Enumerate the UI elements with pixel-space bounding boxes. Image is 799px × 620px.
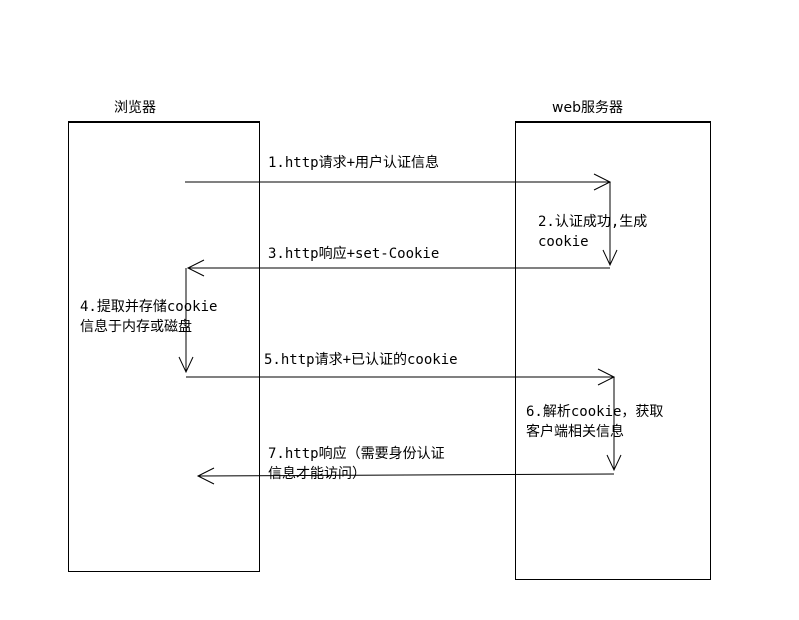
message-1-label: 1.http请求+用户认证信息 — [268, 155, 440, 171]
message-6-label: 6.解析cookie，获取 客户端相关信息 — [526, 404, 664, 440]
arrow-7-line — [197, 473, 615, 477]
browser-title: 浏览器 — [114, 100, 156, 116]
server-title: web服务器 — [552, 100, 623, 116]
message-4-label: 4.提取并存储cookie 信息于内存或磁盘 — [80, 299, 218, 335]
server-lifeline-box — [515, 121, 711, 580]
browser-lifeline-box — [68, 121, 260, 572]
arrow-7-head — [196, 467, 215, 485]
arrow-3-head — [186, 259, 205, 277]
message-7-label: 7.http响应（需要身份认证 信息才能访问） — [268, 446, 445, 482]
message-3-label: 3.http响应+set-Cookie — [268, 246, 440, 262]
message-5-label: 5.http请求+已认证的cookie — [264, 352, 458, 368]
message-2-label: 2.认证成功,生成 cookie — [538, 214, 648, 250]
arrow-6-head — [606, 454, 622, 472]
arrow-2-head — [602, 249, 618, 267]
arrow-4-head — [178, 356, 194, 374]
